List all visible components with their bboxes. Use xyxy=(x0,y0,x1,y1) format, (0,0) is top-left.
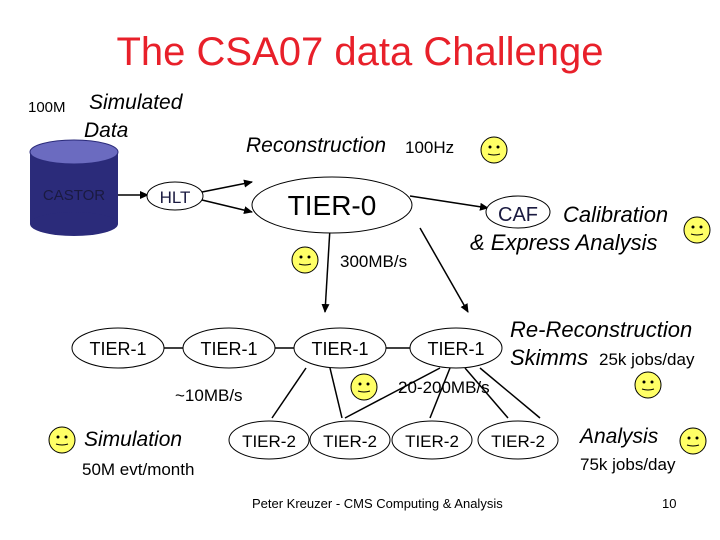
smiley-icon xyxy=(679,427,707,455)
calibration-line1: Calibration xyxy=(563,202,669,227)
footer-text: Peter Kreuzer - CMS Computing & Analysis xyxy=(252,496,503,511)
tier2-node xyxy=(391,420,473,460)
simulation-label: Simulation xyxy=(84,428,183,451)
tier1-node xyxy=(293,327,387,369)
calibration-line2: & Express Analysis xyxy=(470,230,658,255)
page-number: 10 xyxy=(662,496,677,511)
tier2-node xyxy=(228,420,310,460)
rate-20-200: 20-200MB/s xyxy=(398,378,490,397)
tier0-label: TIER-0 xyxy=(288,190,377,221)
tier2-nodes xyxy=(228,420,559,460)
smiley-icon xyxy=(480,136,508,164)
tier2-label: TIER-2 xyxy=(405,432,459,451)
tier2-node xyxy=(309,420,391,460)
tier1-label: TIER-1 xyxy=(311,339,368,359)
rate-10: ~10MB/s xyxy=(175,386,243,405)
simulated-count: 100M xyxy=(28,99,66,116)
page-title: The CSA07 data Challenge xyxy=(116,30,604,74)
reconstruction-label: Reconstruction xyxy=(246,134,387,157)
tier2-label: TIER-2 xyxy=(491,432,545,451)
rate-300: 300MB/s xyxy=(340,252,408,271)
connector-lines xyxy=(118,179,541,419)
tier1-node xyxy=(409,327,503,369)
tier1-label: TIER-1 xyxy=(200,339,257,359)
caf-node xyxy=(485,195,551,229)
database-cylinder-icon xyxy=(29,139,119,236)
tier1-label: TIER-1 xyxy=(89,339,146,359)
caf-label: CAF xyxy=(498,204,538,226)
smiley-icon xyxy=(291,246,319,274)
analysis-label: Analysis xyxy=(580,425,659,448)
smiley-icon xyxy=(634,371,662,399)
tier2-label: TIER-2 xyxy=(242,432,296,451)
rereco-line2: Skimms xyxy=(510,345,589,370)
simulation-rate: 50M evt/month xyxy=(82,460,195,479)
tier1-nodes xyxy=(71,327,503,369)
rereco-line1: Re-Reconstruction xyxy=(510,317,693,342)
tier0-node xyxy=(251,176,413,234)
hlt-label: HLT xyxy=(160,188,191,207)
rereco-jobs: 25k jobs/day xyxy=(599,350,695,369)
tier1-node xyxy=(71,327,165,369)
analysis-jobs: 75k jobs/day xyxy=(580,455,676,474)
simulated-label-line2: Data xyxy=(84,119,129,142)
simulated-label-line1: Simulated xyxy=(89,91,183,114)
hlt-node xyxy=(146,181,204,211)
reconstruction-rate: 100Hz xyxy=(405,138,455,157)
castor-label: CASTOR xyxy=(43,187,105,204)
tier2-node xyxy=(477,420,559,460)
tier1-label: TIER-1 xyxy=(427,339,484,359)
tier2-label: TIER-2 xyxy=(323,432,377,451)
smiley-icon xyxy=(350,373,378,401)
smiley-icon xyxy=(683,216,711,244)
smiley-icon xyxy=(48,426,76,454)
tier1-node xyxy=(182,327,276,369)
